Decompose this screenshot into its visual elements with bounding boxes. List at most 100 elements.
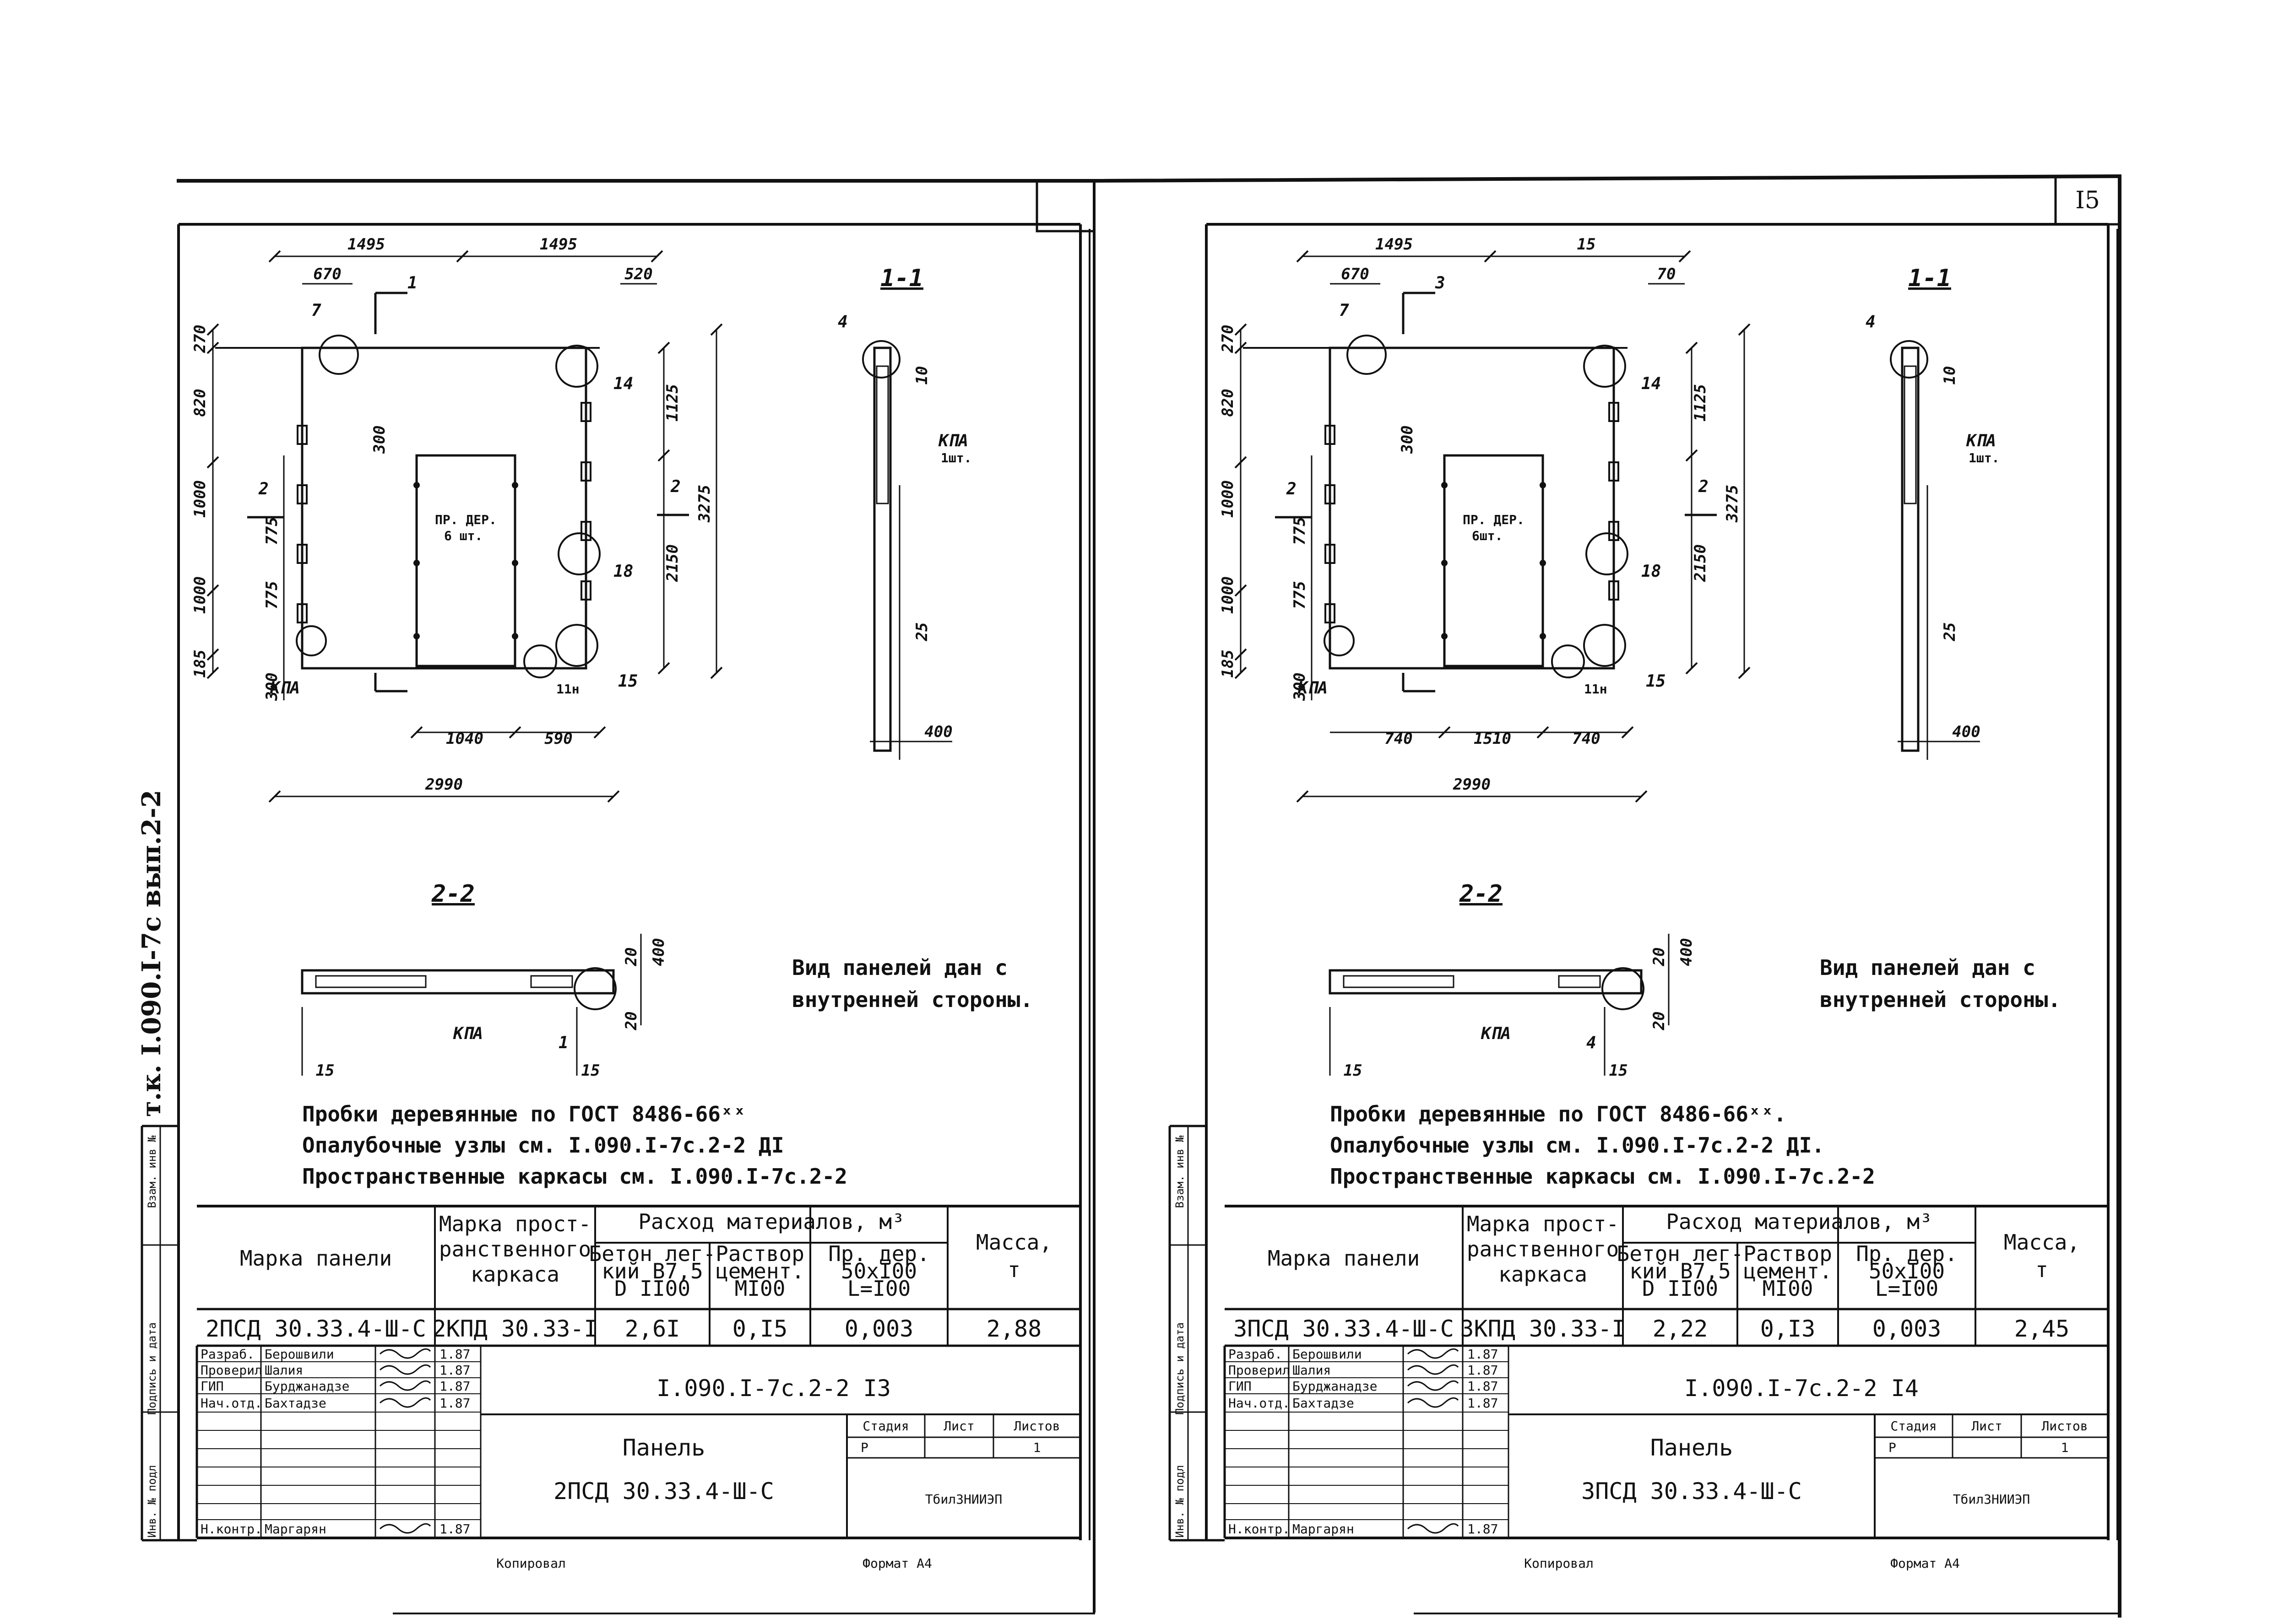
dim-inner-left: 300 — [263, 672, 281, 701]
stamp-stage: Стадия — [863, 1418, 909, 1434]
header-mortar: МI00 — [735, 1276, 786, 1301]
dim-s1-25: 25 — [913, 623, 931, 642]
callout-kpa — [1324, 625, 1355, 656]
note-line: Пространственные каркасы см. I.090.I-7с.… — [1330, 1164, 1875, 1189]
stamp-sheets: Листов — [2041, 1418, 2088, 1434]
panel-notch — [580, 521, 591, 541]
wood-plug — [1441, 482, 1448, 488]
panel-notch — [297, 484, 308, 504]
wood-plug — [413, 633, 420, 639]
dimension-tick — [1685, 341, 1698, 354]
row-panel: 2ПСД 30.33.4-Ш-С — [206, 1315, 426, 1342]
dimension-tick — [1484, 250, 1497, 263]
wood-plug — [1441, 560, 1448, 566]
stamp-role: Н.контр. — [1228, 1521, 1290, 1537]
dim-670: 670 — [313, 265, 341, 283]
dim-s1-10: 10 — [913, 366, 931, 385]
dimension-tick — [1234, 456, 1247, 469]
dim-left: 185 — [191, 650, 209, 677]
header-concrete: кий В7,5 — [1629, 1259, 1731, 1283]
header-frame-mark: ранственного — [1467, 1237, 1619, 1261]
dim-left: 1000 — [1219, 576, 1237, 614]
doc-code: I.090.I-7с.2-2 I4 — [1684, 1375, 1919, 1402]
header-wood: L=I00 — [847, 1276, 911, 1301]
dimension-tick — [657, 341, 670, 354]
dim-left: 820 — [191, 389, 209, 417]
section-2-label: 4 — [1586, 1034, 1596, 1052]
header-mass: т — [2035, 1257, 2048, 1282]
dim-left: 185 — [1219, 650, 1237, 677]
dimension-tick — [1635, 790, 1648, 803]
wood-plug — [1540, 482, 1546, 488]
plug-label: ПР. ДЕР. — [1463, 512, 1524, 527]
callout-18-label: 18 — [613, 562, 633, 581]
callout-4 — [862, 340, 901, 379]
section-mark-label: 2 — [1286, 480, 1297, 498]
stamp-person: Шалия — [265, 1363, 303, 1378]
plug-count: 6 шт. — [444, 528, 483, 543]
section-2-title: 2-2 — [1459, 880, 1503, 908]
stamp-role: Нач.отд. — [1228, 1396, 1290, 1411]
header-frame-mark: Марка прост- — [439, 1212, 591, 1236]
stamp-person: Маргарян — [265, 1521, 326, 1537]
dim-s1-400: 400 — [1952, 723, 1980, 741]
dim-s2-15b: 15 — [581, 1061, 600, 1080]
header-concrete: Бетон лег- — [589, 1241, 716, 1266]
header-frame-mark: каркаса — [471, 1262, 559, 1287]
header-concrete: Бетон лег- — [1617, 1241, 1744, 1266]
header-concrete: кий В7,5 — [602, 1259, 703, 1283]
header-panel-mark: Марка панели — [240, 1246, 392, 1271]
dim-left: 1000 — [1219, 480, 1237, 518]
dim-s2-20b: 20 — [622, 1012, 640, 1031]
dimension-tick — [206, 323, 219, 336]
stamp-person: Маргарян — [1292, 1521, 1354, 1537]
header-wood: Пр. дер. — [828, 1241, 930, 1266]
section-2-kpa: КПА — [453, 1024, 483, 1043]
dim-s2-20a: 20 — [622, 947, 640, 967]
panel-notch — [580, 461, 591, 482]
callout-11 — [523, 644, 557, 678]
section-2-cavity — [1558, 975, 1601, 988]
signature-scribble — [379, 1364, 431, 1375]
callout-4-label: 4 — [838, 313, 848, 331]
stamp-sheets-value: 1 — [2061, 1440, 2069, 1455]
dimension-tick — [1536, 726, 1549, 739]
section-2-panel — [301, 969, 615, 995]
dim-bottom-2: 590 — [544, 730, 572, 748]
dim-top-2: 1495 — [540, 235, 577, 254]
side-block-label: Взам. инв № — [146, 1135, 158, 1208]
dim-inner-left: 775 — [1291, 517, 1309, 545]
row-wood: 0,003 — [845, 1315, 914, 1342]
dim-top-1: 1495 — [347, 235, 385, 254]
stamp-date: 1.87 — [439, 1363, 470, 1378]
dimension-tick — [1738, 666, 1751, 679]
dim-right-inner: 2150 — [663, 544, 682, 582]
note-line: Опалубочные узлы см. I.090.I-7с.2-2 ДI — [302, 1133, 784, 1158]
stamp-date: 1.87 — [439, 1379, 470, 1394]
section-1-cavity — [876, 365, 889, 504]
dim-s2-15b: 15 — [1609, 1061, 1628, 1080]
note-line: Пробки деревянные по ГОСТ 8486-66ˣˣ — [302, 1102, 746, 1126]
wood-plug — [512, 560, 518, 566]
dim-right-total: 3275 — [695, 485, 714, 523]
page-number: I5 — [2075, 187, 2100, 214]
callout-7-label: 7 — [311, 301, 321, 320]
dimension-tick — [1738, 323, 1751, 336]
callout-4 — [1890, 340, 1928, 379]
format-label: Формат А4 — [863, 1556, 932, 1571]
section-2-callout — [1601, 967, 1644, 1010]
callout-11-label: 11н — [1584, 682, 1607, 697]
side-block-label: Инв. № подл — [1173, 1465, 1186, 1538]
panel-notch — [1608, 521, 1619, 541]
stamp-date: 1.87 — [439, 1521, 470, 1537]
panel-notch — [1608, 402, 1619, 422]
panel-notch — [1324, 425, 1335, 445]
dim-bottom-2: 740 — [1572, 730, 1600, 748]
door-opening — [415, 454, 516, 667]
header-frame-mark: ранственного — [439, 1237, 591, 1261]
dim-left: 1000 — [191, 576, 209, 614]
section-1-panel — [1901, 346, 1920, 752]
dimension-tick — [710, 323, 723, 336]
dim-inner-left: 300 — [1291, 672, 1309, 701]
